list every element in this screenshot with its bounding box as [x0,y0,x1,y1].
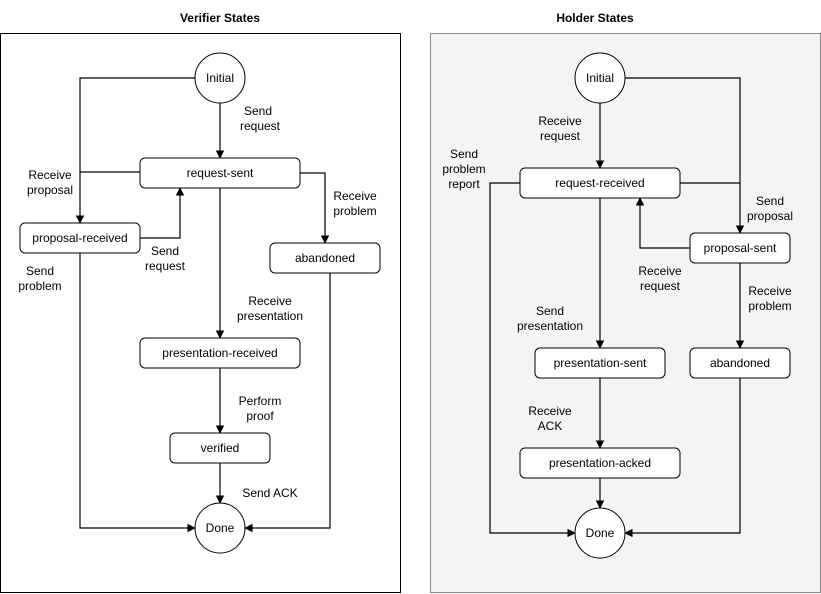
svg-text:Initial: Initial [206,71,234,85]
edge-initial-to-proposal-sent [625,77,745,234]
holder-state-proposal-sent: proposal-sent [689,232,791,264]
label-receive-ack: Receive ACK [528,404,572,433]
svg-text:Initial: Initial [586,71,614,85]
svg-text:presentation: presentation [517,319,583,333]
label-send-presentation: Send presentation [517,304,583,333]
label-send-request: Send request [240,104,281,133]
svg-text:proposal: proposal [27,183,73,197]
verifier-state-presentation-received: presentation-received [139,337,301,369]
svg-text:proof: proof [246,409,274,423]
svg-text:problem: problem [442,162,485,176]
svg-text:Receive: Receive [748,284,792,298]
label-receive-problem: Receive problem [333,189,377,218]
verifier-state-verified: verified [169,432,271,464]
svg-text:request: request [145,259,186,273]
edge-abandoned-to-done [624,378,741,538]
label-receive-request: Receive request [538,114,582,143]
svg-text:proposal-sent: proposal-sent [704,241,777,255]
verifier-state-request-sent: request-sent [139,157,301,189]
svg-text:abandoned: abandoned [710,356,770,370]
svg-text:problem: problem [333,204,376,218]
label-send-problem: Send problem [18,264,61,293]
label-send-request-back: Send request [145,244,186,273]
svg-text:proposal: proposal [747,209,793,223]
svg-text:verified: verified [201,441,240,455]
svg-text:Receive: Receive [333,189,377,203]
edge-request-received-to-done [489,182,576,538]
label-receive-problem-holder: Receive problem [748,284,792,313]
holder-state-done: Done [574,507,626,559]
svg-text:Receive: Receive [538,114,582,128]
holder-state-abandoned: abandoned [689,347,791,379]
label-send-proposal: Send proposal [747,194,793,223]
holder-state-presentation-sent: presentation-sent [534,347,666,379]
holder-edges [489,77,745,538]
svg-text:ACK: ACK [538,419,563,433]
svg-text:Receive: Receive [638,264,682,278]
verifier-state-abandoned: abandoned [269,242,381,274]
label-receive-proposal: Receive proposal [27,168,73,197]
holder-state-presentation-acked: presentation-acked [519,447,681,479]
svg-text:presentation-sent: presentation-sent [554,356,647,370]
label-perform-proof: Perform proof [239,394,282,423]
svg-text:proposal-received: proposal-received [32,231,127,245]
svg-text:Send: Send [756,194,784,208]
label-send-problem-report: Send problem report [442,147,485,191]
svg-text:Send: Send [151,244,179,258]
label-receive-presentation: Receive presentation [237,294,303,323]
holder-state-request-received: request-received [519,167,681,199]
svg-text:report: report [448,177,480,191]
svg-text:request: request [640,279,681,293]
svg-text:Perform: Perform [239,394,282,408]
svg-text:Receive: Receive [248,294,292,308]
svg-text:request-sent: request-sent [187,166,254,180]
verifier-state-proposal-received: proposal-received [19,222,141,254]
verifier-state-initial: Initial [194,52,246,104]
edge-request-sent-to-abandoned [300,172,330,244]
svg-text:Send: Send [244,104,272,118]
verifier-edges [75,77,331,533]
svg-text:abandoned: abandoned [295,251,355,265]
svg-text:Done: Done [206,521,235,535]
edge-abandoned-to-done [244,273,331,533]
verifier-state-done: Done [194,502,246,554]
verifier-title: Verifier States [180,11,260,25]
svg-text:Send: Send [536,304,564,318]
svg-text:Done: Done [586,526,615,540]
label-send-ack: Send ACK [242,486,297,500]
svg-text:Receive: Receive [28,168,72,182]
svg-text:request-received: request-received [555,176,644,190]
holder-title: Holder States [556,11,634,25]
edge-initial-to-proposal-received [75,77,195,224]
svg-text:problem: problem [18,279,61,293]
svg-text:problem: problem [748,299,791,313]
edge-proposal-received-to-request-sent [140,187,185,239]
svg-text:request: request [540,129,581,143]
holder-state-initial: Initial [574,52,626,104]
svg-text:presentation: presentation [237,309,303,323]
svg-text:presentation-received: presentation-received [162,346,277,360]
svg-text:Send ACK: Send ACK [242,486,297,500]
label-receive-request-back: Receive request [638,264,682,293]
svg-text:Send: Send [26,264,54,278]
holder-panel [430,33,821,593]
svg-text:Send: Send [450,147,478,161]
edge-proposal-sent-to-request-received [635,197,690,249]
svg-text:Receive: Receive [528,404,572,418]
verifier-panel [0,33,401,593]
svg-text:request: request [240,119,281,133]
svg-text:presentation-acked: presentation-acked [549,456,651,470]
edge-proposal-received-to-done [79,253,196,533]
